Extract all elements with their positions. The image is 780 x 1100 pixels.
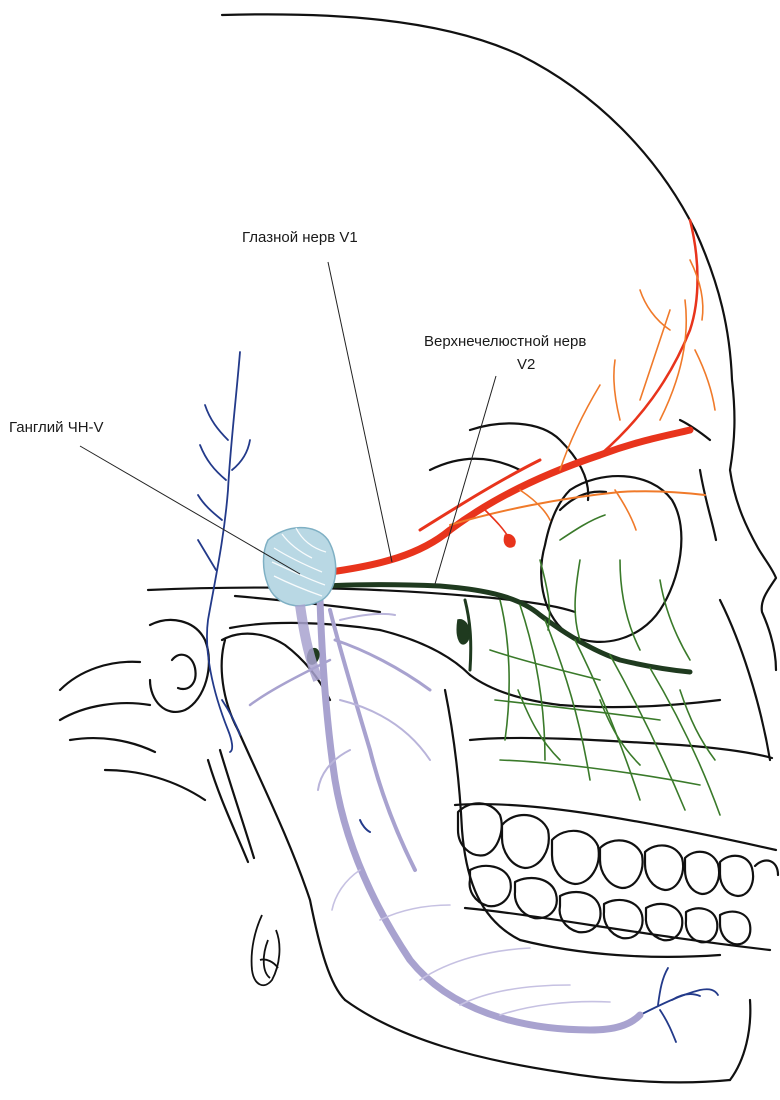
artist-signature bbox=[252, 915, 280, 985]
label-ophthalmic-nerve: Глазной нерв V1 bbox=[242, 229, 358, 247]
label-ganglion: Ганглий ЧН-V bbox=[9, 419, 104, 437]
blue-nerve bbox=[198, 352, 718, 1042]
ophthalmic-nerve-v1 bbox=[330, 220, 715, 572]
label-maxillary-nerve: Верхнечелюстной нерв bbox=[424, 333, 586, 351]
maxillary-nerve-v2 bbox=[300, 515, 720, 815]
label-maxillary-nerve-code: V2 bbox=[517, 356, 535, 374]
